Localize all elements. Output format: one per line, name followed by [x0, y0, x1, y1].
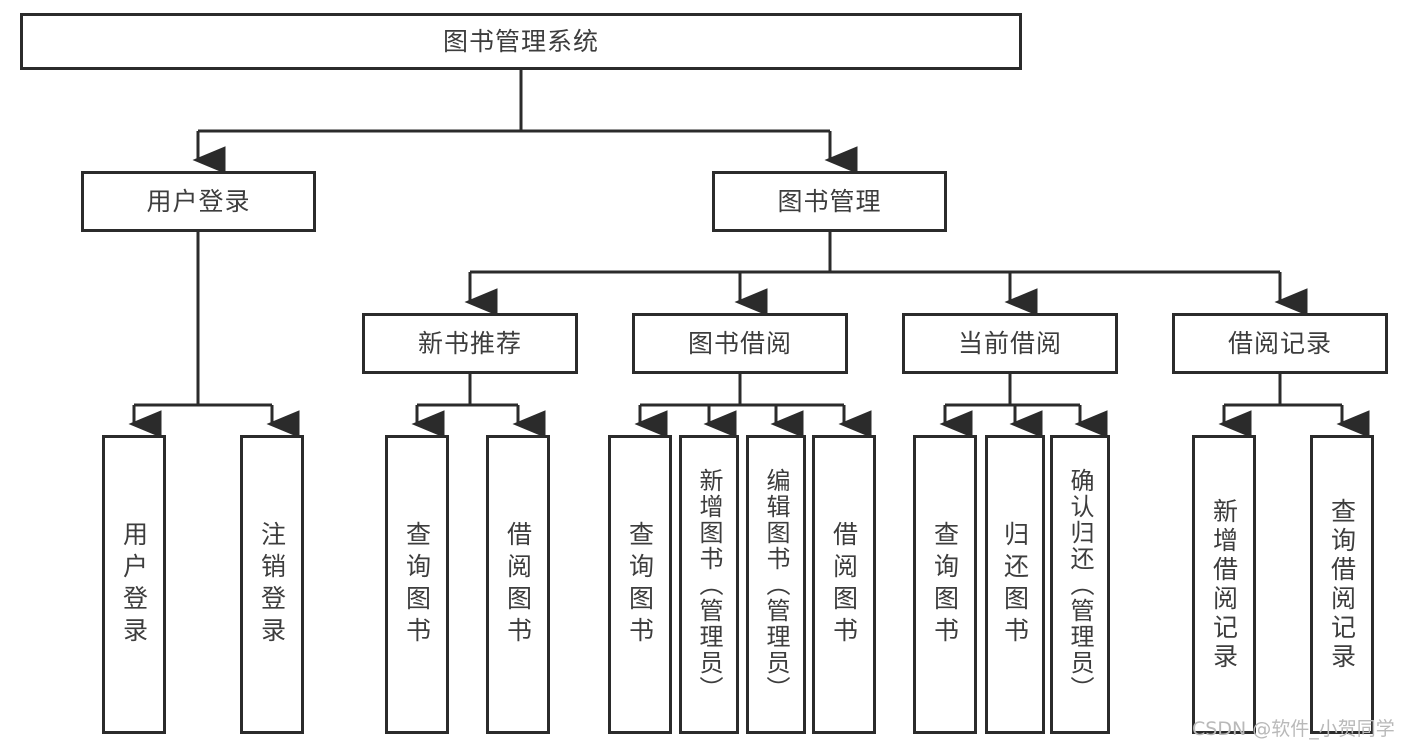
node-leaf-borrow-book-recommend-label: 借阅图书	[503, 520, 533, 649]
node-root-label: 图书管理系统	[442, 27, 599, 56]
node-leaf-borrow-book-label: 借阅图书	[829, 520, 859, 649]
node-new-book-recommend[interactable]: 新书推荐	[362, 313, 578, 374]
node-leaf-query-borrow-record-label: 查询借阅记录	[1327, 497, 1357, 672]
node-leaf-user-login[interactable]: 用户登录	[102, 435, 166, 734]
node-leaf-query-book-current[interactable]: 查询图书	[913, 435, 977, 734]
node-leaf-add-book-admin[interactable]: 新增图书（管理员）	[679, 435, 739, 734]
node-leaf-query-book-current-label: 查询图书	[930, 520, 960, 649]
node-leaf-add-borrow-record[interactable]: 新增借阅记录	[1192, 435, 1256, 734]
node-root[interactable]: 图书管理系统	[20, 13, 1022, 70]
node-leaf-edit-book-admin[interactable]: 编辑图书（管理员）	[746, 435, 806, 734]
node-user-login[interactable]: 用户登录	[81, 171, 316, 232]
node-leaf-borrow-book[interactable]: 借阅图书	[812, 435, 876, 734]
node-leaf-user-login-label: 用户登录	[119, 520, 149, 649]
node-borrow-record-label: 借阅记录	[1227, 329, 1332, 358]
node-borrow-record[interactable]: 借阅记录	[1172, 313, 1388, 374]
node-book-management-label: 图书管理	[777, 187, 882, 216]
watermark-text: CSDN @软件_小贺同学	[1192, 718, 1395, 740]
node-user-login-label: 用户登录	[146, 187, 251, 216]
node-leaf-query-borrow-record[interactable]: 查询借阅记录	[1310, 435, 1374, 734]
node-new-book-recommend-label: 新书推荐	[417, 329, 522, 358]
node-leaf-add-book-admin-label: 新增图书（管理员）	[695, 467, 723, 702]
node-leaf-query-book-borrow-label: 查询图书	[625, 520, 655, 649]
node-book-borrow-label: 图书借阅	[687, 329, 792, 358]
node-leaf-query-book-borrow[interactable]: 查询图书	[608, 435, 672, 734]
node-current-borrow-label: 当前借阅	[957, 329, 1062, 358]
node-leaf-logout-login-label: 注销登录	[257, 520, 287, 649]
node-leaf-query-book-recommend-label: 查询图书	[402, 520, 432, 649]
node-book-borrow[interactable]: 图书借阅	[632, 313, 848, 374]
node-leaf-query-book-recommend[interactable]: 查询图书	[385, 435, 449, 734]
node-leaf-add-borrow-record-label: 新增借阅记录	[1209, 497, 1239, 672]
node-book-management[interactable]: 图书管理	[712, 171, 947, 232]
node-leaf-confirm-return-admin[interactable]: 确认归还（管理员）	[1050, 435, 1110, 734]
node-leaf-logout-login[interactable]: 注销登录	[240, 435, 304, 734]
node-leaf-return-book-label: 归还图书	[1000, 520, 1030, 649]
node-current-borrow[interactable]: 当前借阅	[902, 313, 1118, 374]
node-leaf-confirm-return-admin-label: 确认归还（管理员）	[1066, 467, 1094, 702]
node-leaf-borrow-book-recommend[interactable]: 借阅图书	[486, 435, 550, 734]
node-leaf-return-book[interactable]: 归还图书	[985, 435, 1045, 734]
node-leaf-edit-book-admin-label: 编辑图书（管理员）	[762, 467, 790, 702]
